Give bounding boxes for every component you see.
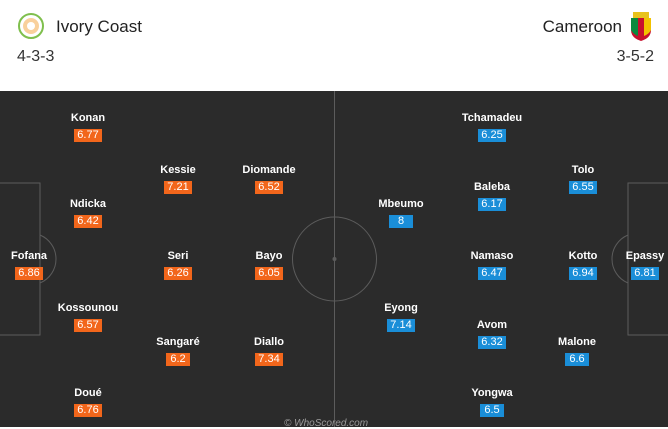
away-player[interactable]: Tolo 6.55 xyxy=(543,164,623,195)
home-player[interactable]: Sangaré 6.2 xyxy=(138,336,218,367)
cameroon-crest-icon xyxy=(631,12,651,41)
player-name: Diallo xyxy=(254,336,284,348)
player-name: Epassy xyxy=(625,250,665,262)
player-name: Kessie xyxy=(160,164,196,176)
away-player[interactable]: Mbeumo 8 xyxy=(361,198,441,229)
player-name: Doué xyxy=(74,387,102,399)
ivory-coast-crest-icon xyxy=(18,13,44,39)
home-player[interactable]: Bayo 6.05 xyxy=(229,250,309,281)
whoscored-watermark: © WhoScored.com xyxy=(284,418,369,429)
pitch: Konan 6.77 Ndicka 6.42 Fofana 6.86 Kosso… xyxy=(0,91,668,427)
home-player[interactable]: Ndicka 6.42 xyxy=(48,198,128,229)
player-rating: 6.47 xyxy=(478,267,506,280)
player-name: Seri xyxy=(167,250,189,262)
player-rating: 6.5 xyxy=(480,404,504,417)
away-player[interactable]: Namaso 6.47 xyxy=(452,250,532,281)
player-name: Kossounou xyxy=(57,302,119,314)
player-name: Namaso xyxy=(470,250,514,262)
player-rating: 6.26 xyxy=(164,267,192,280)
player-name: Diomande xyxy=(242,164,296,176)
player-name: Tolo xyxy=(571,164,595,176)
player-rating: 6.55 xyxy=(569,181,597,194)
player-name: Yongwa xyxy=(471,387,513,399)
away-player[interactable]: Eyong 7.14 xyxy=(361,302,441,333)
away-player[interactable]: Yongwa 6.5 xyxy=(452,387,532,418)
player-rating: 6.94 xyxy=(569,267,597,280)
player-name: Eyong xyxy=(384,302,418,314)
player-name: Bayo xyxy=(255,250,283,262)
player-name: Avom xyxy=(476,319,508,331)
player-name: Kotto xyxy=(568,250,598,262)
player-rating: 6.81 xyxy=(631,267,659,280)
away-player[interactable]: Malone 6.6 xyxy=(537,336,617,367)
player-rating: 6.25 xyxy=(478,129,506,142)
player-rating: 6.57 xyxy=(74,319,102,332)
home-formation: 4-3-3 xyxy=(17,48,55,65)
player-name: Ndicka xyxy=(69,198,107,210)
player-rating: 6.6 xyxy=(565,353,589,366)
player-rating: 6.77 xyxy=(74,129,102,142)
away-player[interactable]: Baleba 6.17 xyxy=(452,181,532,212)
player-rating: 7.21 xyxy=(164,181,192,194)
player-rating: 6.2 xyxy=(166,353,190,366)
player-rating: 7.14 xyxy=(387,319,415,332)
player-rating: 6.76 xyxy=(74,404,102,417)
match-header: Ivory Coast 4-3-3 Cameroon 3-5-2 xyxy=(0,0,668,91)
away-player[interactable]: Epassy 6.81 xyxy=(605,250,668,281)
player-rating: 6.86 xyxy=(15,267,43,280)
home-player[interactable]: Fofana 6.86 xyxy=(0,250,69,281)
player-name: Baleba xyxy=(473,181,511,193)
player-name: Tchamadeu xyxy=(461,112,523,124)
home-player[interactable]: Kessie 7.21 xyxy=(138,164,218,195)
away-player[interactable]: Kotto 6.94 xyxy=(543,250,623,281)
player-name: Konan xyxy=(70,112,106,124)
player-rating: 8 xyxy=(389,215,413,228)
away-formation: 3-5-2 xyxy=(616,48,654,65)
home-player[interactable]: Seri 6.26 xyxy=(138,250,218,281)
pitch-markings xyxy=(0,91,668,427)
player-rating: 6.42 xyxy=(74,215,102,228)
home-player[interactable]: Kossounou 6.57 xyxy=(48,302,128,333)
home-player[interactable]: Diomande 6.52 xyxy=(229,164,309,195)
home-player[interactable]: Diallo 7.34 xyxy=(229,336,309,367)
player-name: Malone xyxy=(558,336,596,348)
player-name: Fofana xyxy=(10,250,48,262)
home-player[interactable]: Doué 6.76 xyxy=(48,387,128,418)
away-team-name: Cameroon xyxy=(542,17,622,36)
player-name: Mbeumo xyxy=(378,198,424,210)
away-player[interactable]: Tchamadeu 6.25 xyxy=(452,112,532,143)
player-rating: 6.17 xyxy=(478,198,506,211)
player-rating: 6.32 xyxy=(478,336,506,349)
home-player[interactable]: Konan 6.77 xyxy=(48,112,128,143)
player-name: Sangaré xyxy=(156,336,200,348)
away-player[interactable]: Avom 6.32 xyxy=(452,319,532,350)
player-rating: 7.34 xyxy=(255,353,283,366)
home-team-name: Ivory Coast xyxy=(56,17,142,36)
player-rating: 6.05 xyxy=(255,267,283,280)
player-rating: 6.52 xyxy=(255,181,283,194)
